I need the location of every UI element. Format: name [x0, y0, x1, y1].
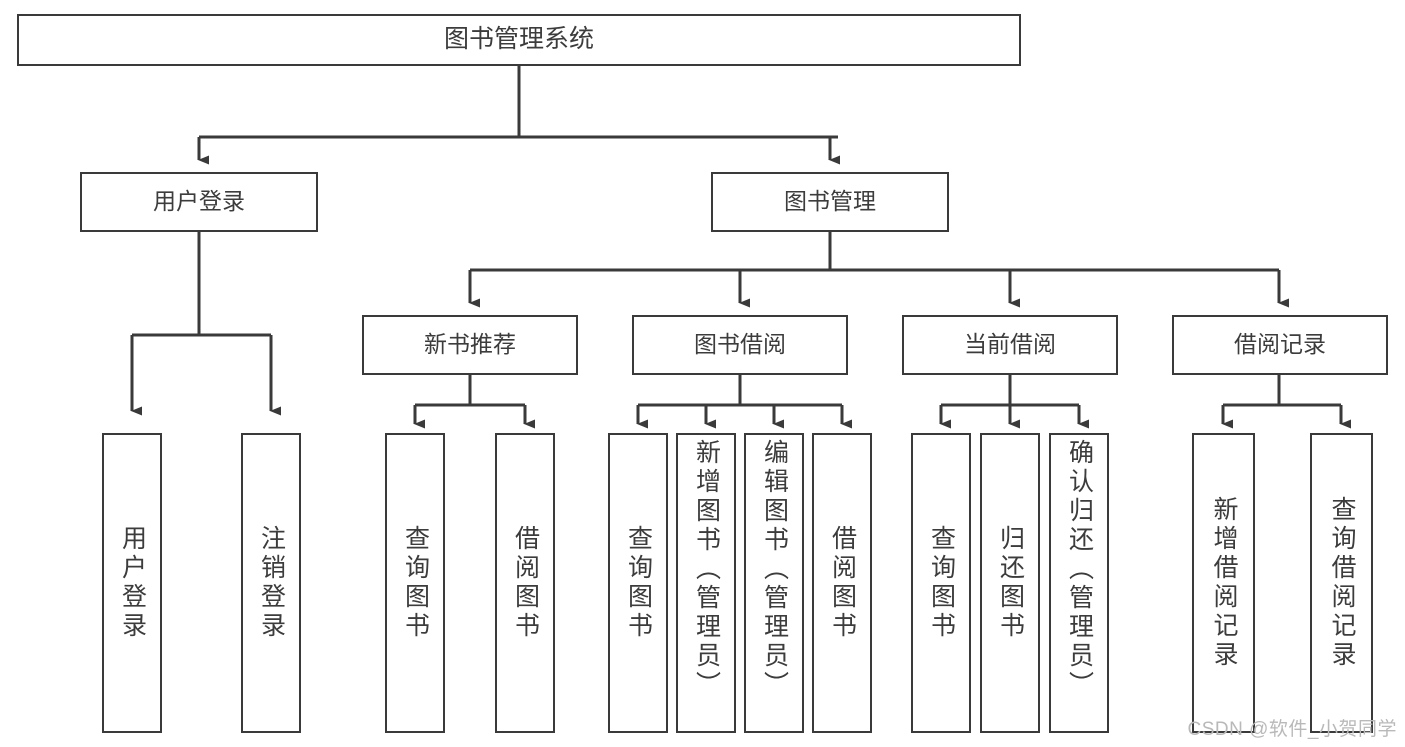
leaf-new-book-borrow-label: 借阅图书: [511, 525, 540, 641]
leaf-current-query-book[interactable]: 查询图书: [911, 433, 971, 733]
node-book-management[interactable]: 图书管理: [711, 172, 949, 232]
leaf-borrow-add-book-label: 新增图书（管理员）: [692, 439, 721, 700]
leaf-records-add-record[interactable]: 新增借阅记录: [1192, 433, 1255, 733]
node-book-management-label: 图书管理: [784, 188, 876, 215]
node-borrow-records[interactable]: 借阅记录: [1172, 315, 1388, 375]
node-borrow-records-label: 借阅记录: [1234, 331, 1326, 358]
node-new-book-recommend[interactable]: 新书推荐: [362, 315, 578, 375]
leaf-user-login-signin[interactable]: 用户登录: [102, 433, 162, 733]
leaf-borrow-edit-book[interactable]: 编辑图书（管理员）: [744, 433, 804, 733]
leaf-new-book-query-label: 查询图书: [401, 525, 430, 641]
leaf-borrow-borrow-book[interactable]: 借阅图书: [812, 433, 872, 733]
leaf-borrow-add-book[interactable]: 新增图书（管理员）: [676, 433, 736, 733]
leaf-current-return-book-label: 归还图书: [996, 525, 1025, 641]
leaf-current-return-book[interactable]: 归还图书: [980, 433, 1040, 733]
leaf-borrow-edit-book-label: 编辑图书（管理员）: [760, 439, 789, 700]
leaf-borrow-query-book-label: 查询图书: [624, 525, 653, 641]
node-book-borrow-label: 图书借阅: [694, 331, 786, 358]
leaf-borrow-query-book[interactable]: 查询图书: [608, 433, 668, 733]
leaf-user-login-signout-label: 注销登录: [257, 525, 286, 641]
leaf-user-login-signout[interactable]: 注销登录: [241, 433, 301, 733]
node-book-borrow[interactable]: 图书借阅: [632, 315, 848, 375]
leaf-current-confirm-return-label: 确认归还（管理员）: [1065, 439, 1094, 700]
node-root[interactable]: 图书管理系统: [17, 14, 1021, 66]
node-current-borrow[interactable]: 当前借阅: [902, 315, 1118, 375]
node-user-login-label: 用户登录: [153, 188, 245, 215]
node-root-label: 图书管理系统: [443, 25, 594, 54]
node-current-borrow-label: 当前借阅: [964, 331, 1056, 358]
leaf-records-query-record[interactable]: 查询借阅记录: [1310, 433, 1373, 733]
leaf-user-login-signin-label: 用户登录: [118, 525, 147, 641]
leaf-current-query-book-label: 查询图书: [927, 525, 956, 641]
node-user-login[interactable]: 用户登录: [80, 172, 318, 232]
leaf-records-add-record-label: 新增借阅记录: [1210, 496, 1238, 670]
leaf-borrow-borrow-book-label: 借阅图书: [828, 525, 857, 641]
leaf-new-book-borrow[interactable]: 借阅图书: [495, 433, 555, 733]
leaf-current-confirm-return[interactable]: 确认归还（管理员）: [1049, 433, 1109, 733]
node-new-book-recommend-label: 新书推荐: [424, 331, 516, 358]
leaf-new-book-query[interactable]: 查询图书: [385, 433, 445, 733]
leaf-records-query-record-label: 查询借阅记录: [1328, 496, 1356, 670]
